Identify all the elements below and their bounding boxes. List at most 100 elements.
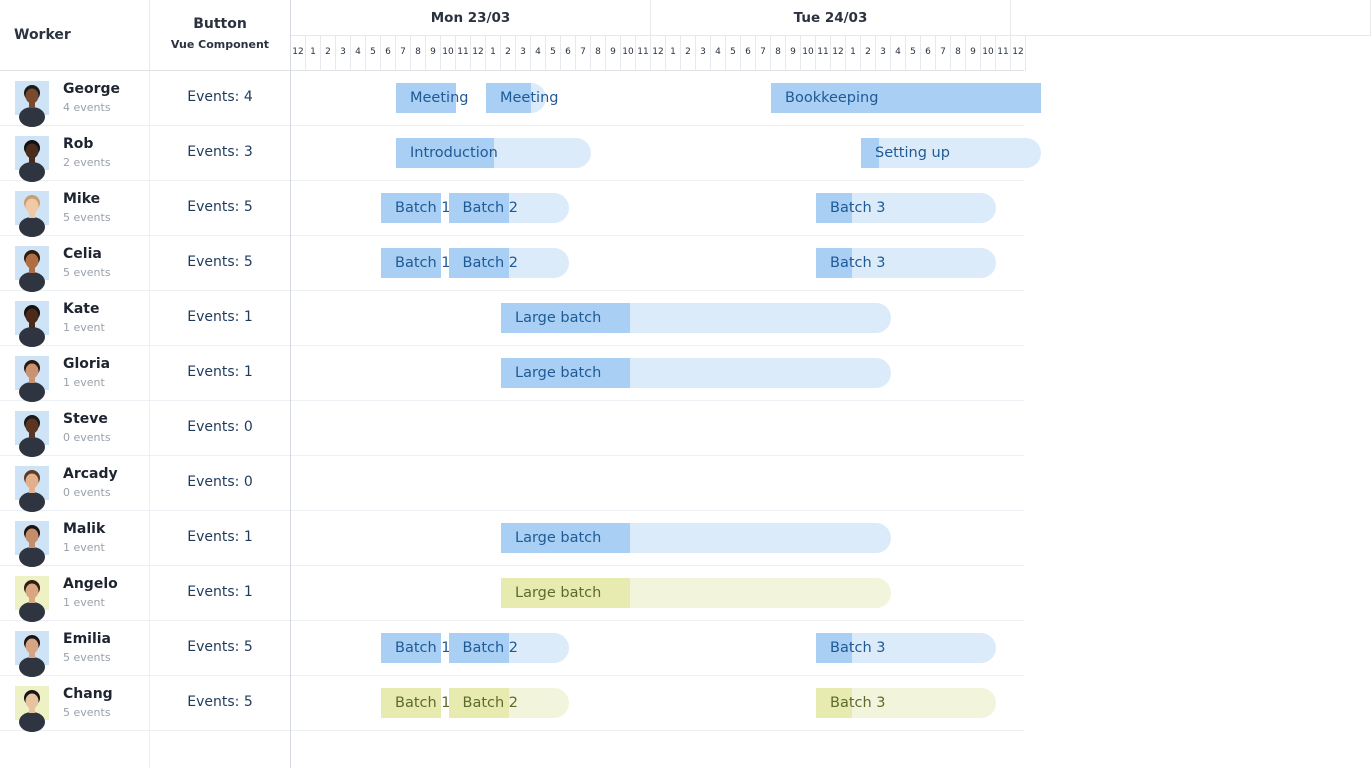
event-label: Large batch [515, 585, 602, 601]
hour-tick: 9 [426, 36, 441, 71]
event-progress [381, 688, 441, 718]
event-label: Large batch [515, 365, 602, 381]
hour-tick: 5 [366, 36, 381, 71]
worker-name: Steve [63, 411, 108, 427]
hour-tick: 7 [576, 36, 591, 71]
hour-tick: 4 [711, 36, 726, 71]
event-bar[interactable]: Introduction [396, 138, 591, 168]
avatar [15, 576, 49, 622]
event-bar[interactable]: Batch 2 [448, 688, 569, 718]
event-bar[interactable]: Large batch [501, 578, 891, 608]
events-button[interactable]: Events: 1 [150, 346, 291, 401]
events-button[interactable]: Events: 0 [150, 401, 291, 456]
hour-tick: 12 [291, 36, 306, 71]
hour-tick: 11 [636, 36, 651, 71]
events-button[interactable]: Events: 5 [150, 236, 291, 291]
event-bar[interactable]: Large batch [501, 303, 891, 333]
worker-name: Chang [63, 686, 113, 702]
timeline-cell: Meeting Meeting Bookkeeping [291, 71, 1041, 126]
event-progress [501, 523, 630, 553]
button-column-header[interactable]: Button Vue Component [150, 0, 291, 71]
worker-event-count: 1 event [63, 376, 105, 389]
event-label: Batch 3 [830, 640, 886, 656]
event-bar[interactable]: Meeting [486, 83, 558, 113]
event-progress [816, 633, 852, 663]
event-bar[interactable]: Batch 2 [448, 633, 569, 663]
hour-tick: 6 [381, 36, 396, 71]
event-bar[interactable]: Batch 1 [381, 193, 451, 223]
event-bar[interactable]: Batch 3 [816, 248, 996, 278]
worker-event-count: 1 event [63, 541, 105, 554]
events-button[interactable]: Events: 3 [150, 126, 291, 181]
events-button[interactable]: Events: 5 [150, 621, 291, 676]
hour-tick: 11 [996, 36, 1011, 71]
timeline-cell [291, 401, 1024, 456]
hour-tick: 5 [906, 36, 921, 71]
events-button[interactable]: Events: 4 [150, 71, 291, 126]
timeline-cell [291, 456, 1024, 511]
events-button[interactable]: Events: 0 [150, 456, 291, 511]
event-bar[interactable]: Batch 2 [448, 193, 569, 223]
event-label: Batch 2 [462, 695, 519, 711]
avatar [15, 356, 49, 402]
hour-tick: 2 [681, 36, 696, 71]
timeline-cell: Introduction Setting up [291, 126, 1041, 181]
events-button[interactable]: Events: 1 [150, 291, 291, 346]
events-button[interactable]: Events: 5 [150, 676, 291, 731]
worker-name: Malik [63, 521, 106, 537]
event-bar[interactable]: Large batch [501, 523, 891, 553]
hour-tick: 4 [531, 36, 546, 71]
events-button[interactable]: Events: 1 [150, 566, 291, 621]
event-bar[interactable]: Meeting [396, 83, 468, 113]
worker-name: Gloria [63, 356, 111, 372]
avatar [15, 81, 49, 127]
events-button[interactable]: Events: 5 [150, 181, 291, 236]
event-bar[interactable]: Batch 1 [381, 633, 451, 663]
avatar [15, 136, 49, 182]
worker-event-count: 5 events [63, 651, 111, 664]
event-progress [381, 633, 441, 663]
event-label: Batch 2 [462, 640, 519, 656]
hour-tick: 9 [786, 36, 801, 71]
event-bar[interactable]: Batch 1 [381, 688, 451, 718]
event-label: Bookkeeping [785, 90, 879, 106]
event-bar[interactable]: Batch 1 [381, 248, 451, 278]
hour-tick: 10 [981, 36, 996, 71]
worker-name: Arcady [63, 466, 118, 482]
hour-tick: 11 [816, 36, 831, 71]
worker-row: Malik 1 event Events: 1 Large batch [0, 511, 1024, 567]
event-bar[interactable]: Bookkeeping [771, 83, 1041, 113]
event-bar[interactable]: Setting up [861, 138, 1041, 168]
worker-column-header[interactable]: Worker [0, 0, 150, 71]
hour-tick: 1 [306, 36, 321, 71]
event-label: Batch 3 [830, 255, 886, 271]
button-header-title: Button [193, 16, 247, 32]
event-label: Batch 2 [462, 255, 519, 271]
events-button[interactable]: Events: 1 [150, 511, 291, 566]
hour-tick: 6 [741, 36, 756, 71]
event-bar[interactable]: Batch 2 [448, 248, 569, 278]
worker-cell: Gloria 1 event [0, 346, 150, 402]
event-progress [816, 193, 852, 223]
worker-event-count: 5 events [63, 266, 111, 279]
event-bar[interactable]: Batch 3 [816, 633, 996, 663]
event-bar[interactable]: Large batch [501, 358, 891, 388]
worker-name: Celia [63, 246, 102, 262]
hour-tick: 5 [546, 36, 561, 71]
hour-tick: 9 [606, 36, 621, 71]
avatar [15, 301, 49, 347]
event-bar[interactable]: Batch 3 [816, 688, 996, 718]
event-bar[interactable]: Batch 3 [816, 193, 996, 223]
